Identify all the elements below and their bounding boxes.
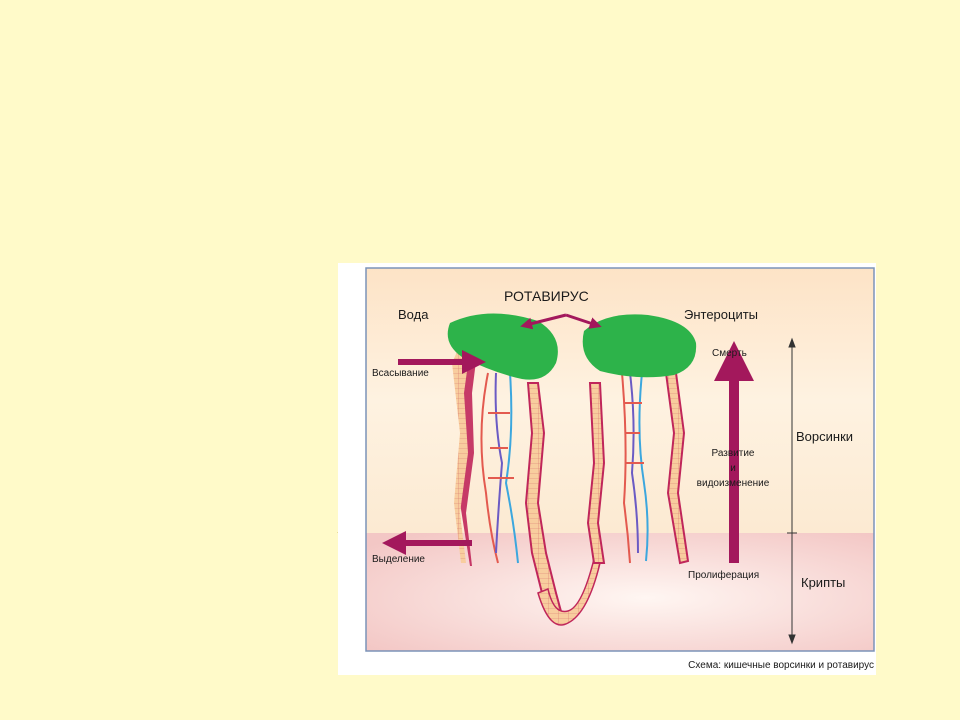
diagram-background — [365, 267, 875, 652]
figure-caption: Схема: кишечные ворсинки и ротавирус — [688, 660, 874, 671]
development-label-line3: видоизменение — [696, 478, 770, 489]
development-label-line2: и — [730, 463, 736, 474]
enterocytes-label: Энтероциты — [684, 307, 759, 322]
development-label-line1: Развитие — [711, 448, 755, 459]
crypts-label: Крипты — [801, 575, 846, 590]
left-villus — [452, 341, 564, 620]
virus-double-arrow — [520, 313, 567, 330]
rotavirus-label: РОТАВИРУС — [504, 288, 589, 304]
rotavirus-villi-diagram: РОТАВИРУС Вода Энтероциты Всасывание Сме… — [338, 263, 876, 675]
right-vessels — [621, 372, 649, 564]
water-label: Вода — [398, 307, 429, 322]
right-villus — [586, 372, 690, 565]
villi-label: Ворсинки — [796, 429, 854, 444]
secretion-label: Выделение — [372, 554, 425, 565]
diagram-arrows — [382, 313, 754, 563]
proliferation-label: Пролиферация — [688, 570, 760, 581]
scale-brackets — [787, 337, 797, 645]
absorption-label: Всасывание — [372, 368, 429, 379]
left-vessels — [480, 372, 519, 564]
death-label: Смерть — [712, 348, 747, 359]
rotavirus-right — [582, 314, 697, 378]
